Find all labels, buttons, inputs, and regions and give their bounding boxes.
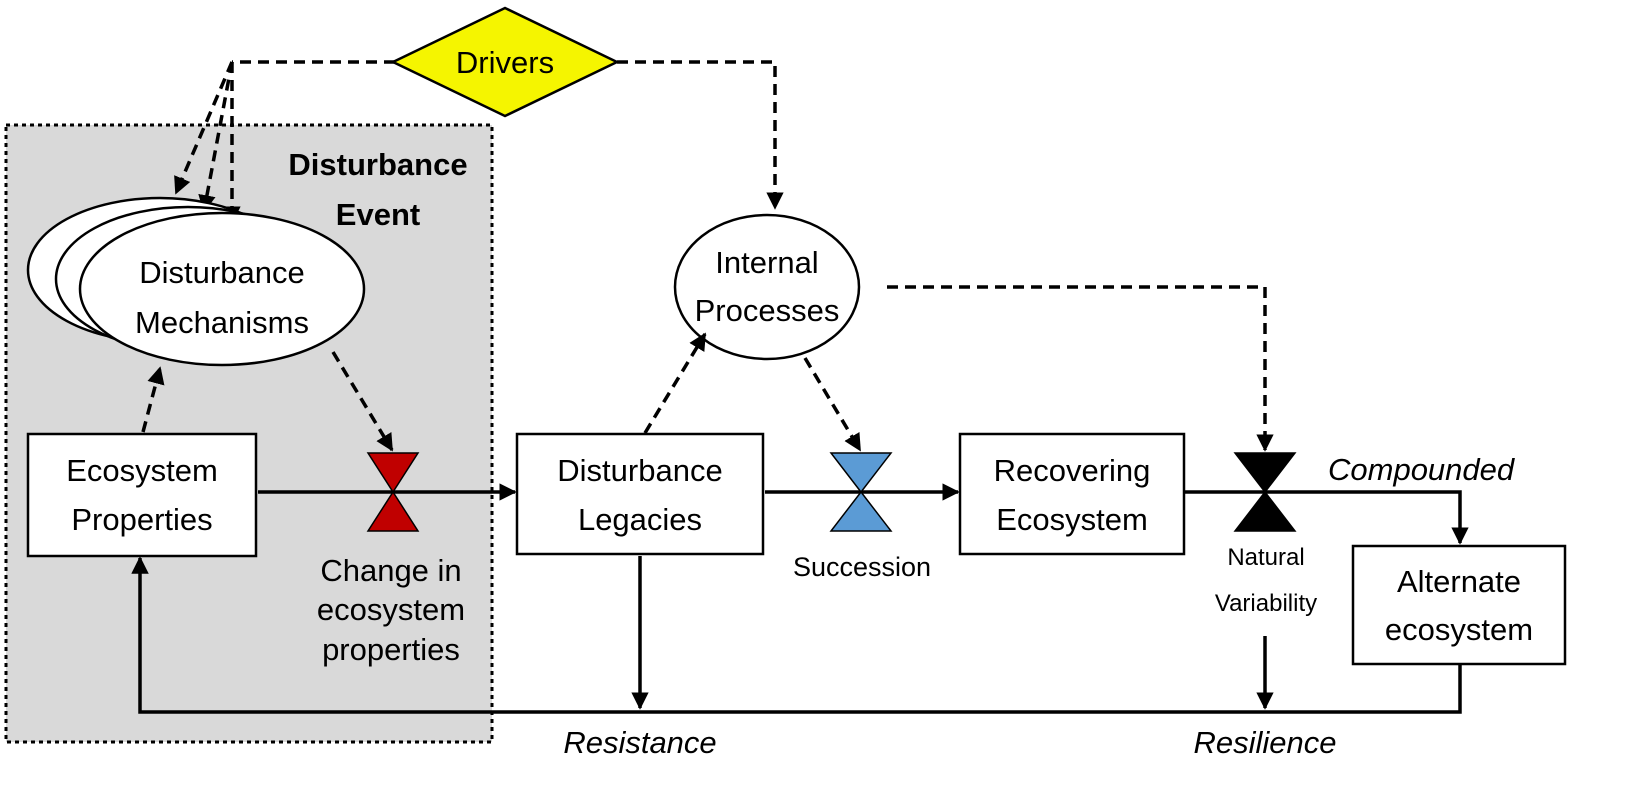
recovering-ecosystem-label-2: Ecosystem (996, 502, 1148, 537)
disturbance-mechanisms-label-2: Mechanisms (135, 305, 309, 340)
disturbance-event-title-1: Disturbance (288, 147, 467, 182)
disturbance-legacies-label-1: Disturbance (557, 453, 722, 488)
change-valve-icon (366, 452, 420, 532)
legacies-to-processes-arrow (643, 332, 707, 434)
natural-variability-label-1: Natural (1227, 544, 1304, 571)
disturbance-event-title-2: Event (336, 197, 420, 232)
recovering-ecosystem-label-1: Recovering (994, 453, 1151, 488)
change-label-2: ecosystem (317, 592, 465, 627)
internal-processes-label-1: Internal (715, 245, 818, 280)
succession-label: Succession (793, 552, 931, 582)
processes-to-variability-line (887, 285, 1274, 452)
recovering-ecosystem-box (958, 432, 1186, 556)
drivers-to-internal-processes-line (617, 60, 784, 210)
drivers-diamond (390, 6, 620, 118)
resilience-label: Resilience (1193, 725, 1336, 760)
natural-variability-label-2: Variability (1215, 590, 1317, 617)
mechanisms-to-change-arrow (331, 351, 394, 452)
disturbance-mechanisms-label-1: Disturbance (139, 255, 304, 290)
feedback-loop-line (131, 556, 1462, 714)
change-label-3: properties (322, 632, 460, 667)
resistance-label: Resistance (563, 725, 716, 760)
alternate-ecosystem-box (1351, 544, 1567, 666)
natural-variability-valve-icon (1233, 452, 1297, 532)
alternate-ecosystem-label-1: Alternate (1397, 564, 1521, 599)
ecosystem-properties-label-1: Ecosystem (66, 453, 218, 488)
drivers-to-mechanism-2 (198, 61, 234, 213)
change-label-1: Change in (320, 553, 461, 588)
processes-to-succession-arrow (803, 357, 862, 452)
ecosystem-properties-label-2: Properties (71, 502, 212, 537)
compounded-label: Compounded (1328, 452, 1516, 487)
internal-processes-label-2: Processes (695, 293, 840, 328)
recovering-to-alternate-arrow (1185, 490, 1469, 545)
alternate-ecosystem-label-2: ecosystem (1385, 612, 1533, 647)
properties-to-mechanisms-arrow (141, 366, 165, 433)
drivers-to-mechanism-1 (174, 61, 234, 195)
internal-processes-ellipse (673, 213, 861, 361)
succession-valve-icon (829, 452, 893, 532)
drivers-label: Drivers (456, 45, 554, 80)
ecosystem-properties-box (26, 432, 258, 558)
disturbance-legacies-box (515, 432, 765, 556)
mechanism-ellipse-front (78, 211, 366, 367)
disturbance-legacies-label-2: Legacies (578, 502, 702, 537)
